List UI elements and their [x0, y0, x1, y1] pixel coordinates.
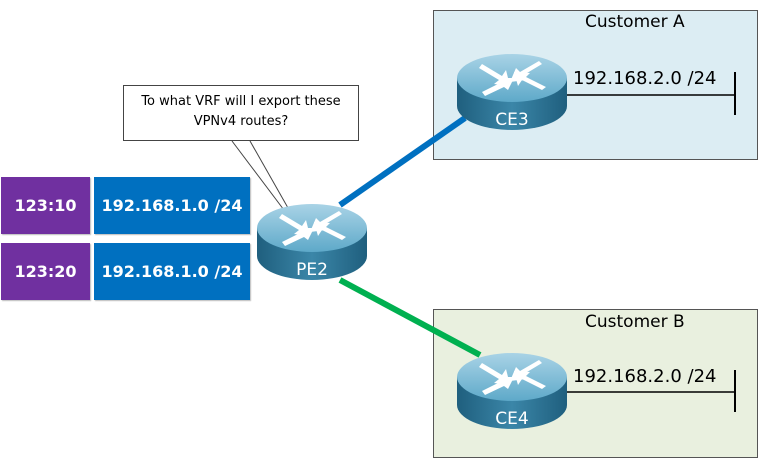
prefix-tag: 192.168.1.0 /24 [94, 243, 250, 300]
customer-b-title: Customer B [585, 312, 685, 332]
prefix-tag: 192.168.1.0 /24 [94, 177, 250, 234]
callout-line-1: To what VRF will I export these [141, 94, 341, 109]
route-target-tag: 123:20 [1, 243, 90, 300]
network-b-label: 192.168.2.0 /24 [573, 366, 717, 387]
link-pe2-ce3 [338, 115, 467, 208]
route-target-tag: 123:10 [1, 177, 90, 234]
question-callout: To what VRF will I export these VPNv4 ro… [123, 85, 359, 141]
router-ce3-label: CE3 [495, 110, 529, 130]
router-pe2-label: PE2 [296, 260, 328, 280]
network-a-label: 192.168.2.0 /24 [573, 68, 717, 89]
link-pe2-ce4 [338, 277, 482, 358]
customer-a-title: Customer A [585, 12, 685, 32]
router-ce4-label: CE4 [495, 409, 529, 429]
callout-line-2: VPNv4 routes? [193, 114, 289, 129]
